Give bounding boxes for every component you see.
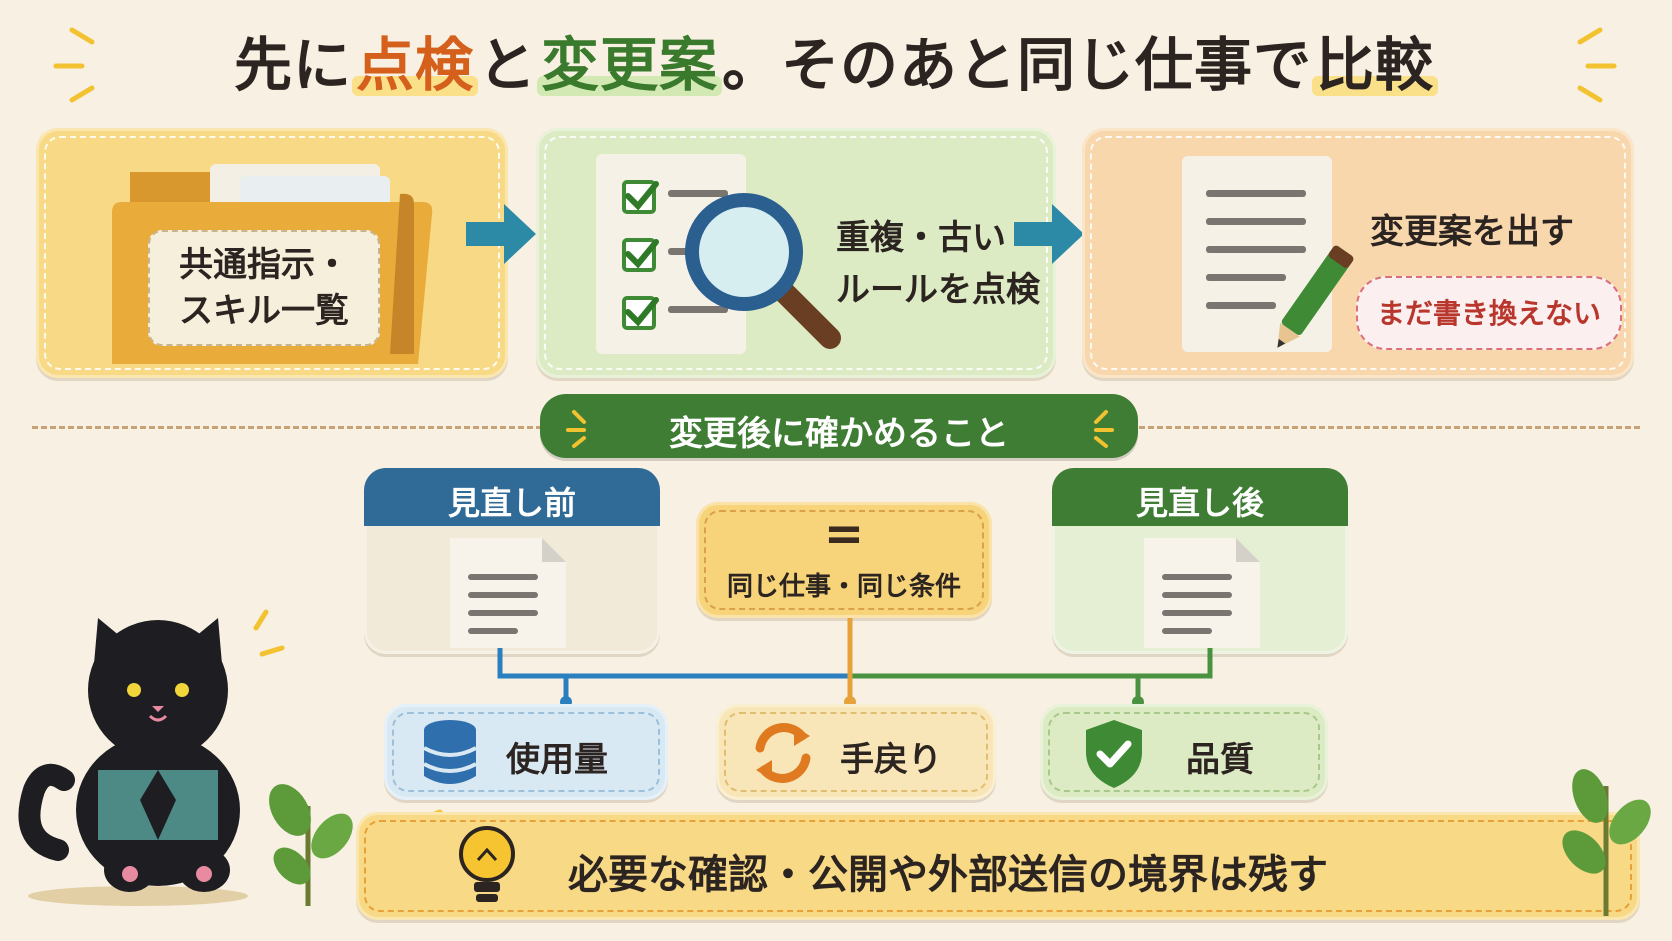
title-part5: 。そのあと同じ仕事で bbox=[722, 31, 1313, 99]
step3-note: まだ書き換えない bbox=[1376, 297, 1601, 330]
section-tag-label: 変更後に確かめること bbox=[669, 414, 1009, 454]
arrow-right-icon-2 bbox=[1014, 204, 1084, 264]
metric-rework-label: 手戻り bbox=[840, 740, 942, 780]
pencil-icon bbox=[1277, 245, 1354, 348]
after-document-icon bbox=[1144, 538, 1260, 648]
section-tag: 変更後に確かめること bbox=[540, 394, 1138, 458]
metric-quality-label: 品質 bbox=[1186, 740, 1254, 780]
section-tag-sparkles bbox=[566, 410, 1114, 448]
arrow-right-icon-1 bbox=[466, 204, 536, 264]
leaf-icon-right bbox=[1562, 769, 1651, 916]
checklist-icon bbox=[596, 154, 746, 354]
page-title: 先に点検と変更案。そのあと同じ仕事で比較 bbox=[0, 18, 1672, 102]
step3-note-bubble: まだ書き換えない bbox=[1356, 276, 1622, 350]
step2-label-line2: ルールを点検 bbox=[836, 270, 1040, 310]
step1-label: 共通指示・ スキル一覧 bbox=[179, 245, 349, 331]
step3-label: 変更案を出す bbox=[1370, 212, 1574, 252]
title-part1: 先に bbox=[233, 31, 352, 99]
metric-usage-label: 使用量 bbox=[506, 740, 608, 780]
cat-mascot bbox=[18, 618, 248, 906]
condition-box: = 同じ仕事・同じ条件 bbox=[696, 502, 992, 618]
shield-check-icon bbox=[1086, 720, 1142, 788]
step2-label-line1: 重複・古い bbox=[836, 218, 1006, 258]
database-icon bbox=[423, 720, 477, 784]
condition-label: 同じ仕事・同じ条件 bbox=[726, 572, 961, 602]
after-header bbox=[1052, 468, 1348, 526]
before-document-icon bbox=[450, 538, 566, 648]
title-part3: と bbox=[477, 31, 537, 99]
leaf-icon-left bbox=[269, 784, 353, 906]
title-highlight-compare: 比較 bbox=[1312, 18, 1439, 102]
title-highlight-proposal: 変更案 bbox=[537, 18, 723, 102]
step1-label-card: 共通指示・ スキル一覧 bbox=[148, 230, 380, 346]
lightbulb-icon bbox=[459, 826, 515, 902]
before-header bbox=[364, 468, 660, 526]
title-highlight-inspect: 点検 bbox=[351, 18, 478, 102]
condition-symbol: = bbox=[823, 506, 865, 562]
magnifier-icon bbox=[685, 193, 841, 349]
footer-note: 必要な確認・公開や外部送信の境界は残す bbox=[568, 852, 1328, 898]
before-title: 見直し前 bbox=[447, 484, 576, 522]
after-title: 見直し後 bbox=[1135, 484, 1264, 522]
refresh-icon bbox=[755, 723, 811, 783]
